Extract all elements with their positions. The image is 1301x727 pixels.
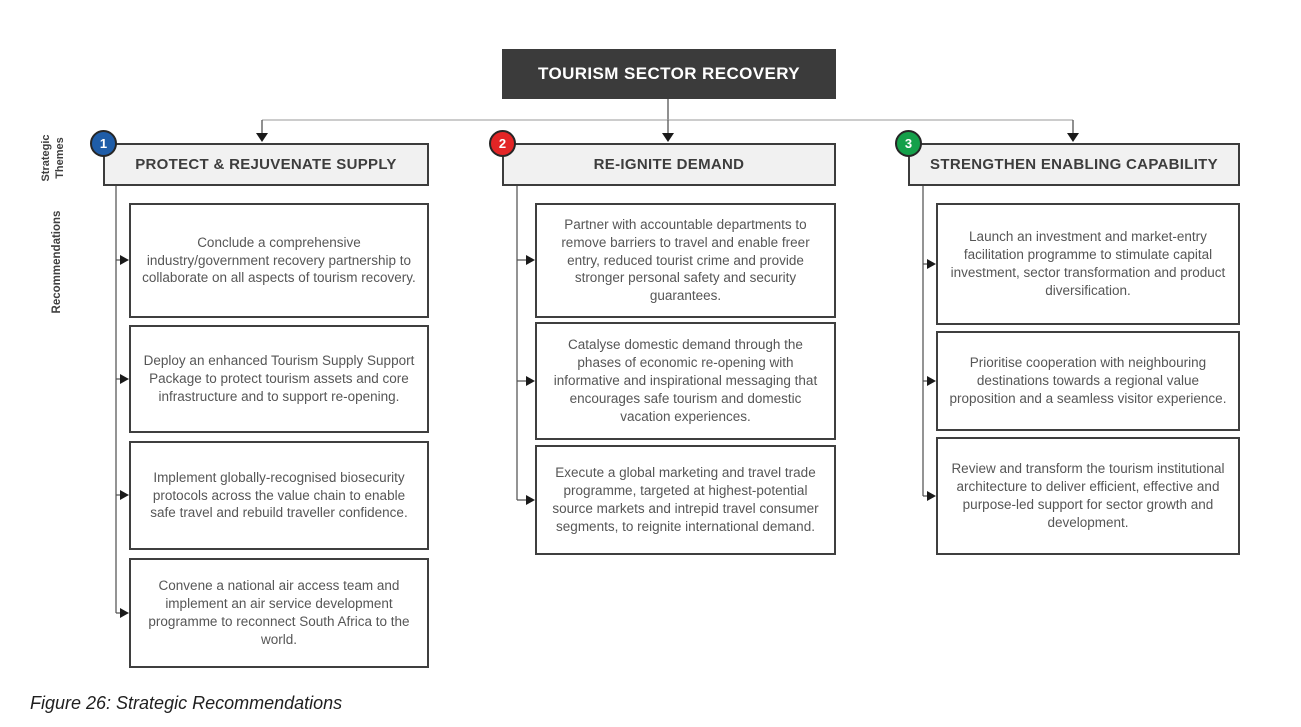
recommendation-box: Deploy an enhanced Tourism Supply Suppor… xyxy=(129,325,429,433)
recommendation-box: Launch an investment and market-entry fa… xyxy=(936,203,1240,325)
recommendation-box: Catalyse domestic demand through the pha… xyxy=(535,322,836,440)
recommendation-box: Prioritise cooperation with neighbouring… xyxy=(936,331,1240,431)
theme-header-enabling-capability: STRENGTHEN ENABLING CAPABILITY xyxy=(908,143,1240,186)
theme-number-badge-2: 2 xyxy=(489,130,516,157)
theme-number-badge-1: 1 xyxy=(90,130,117,157)
recommendation-box: Partner with accountable departments to … xyxy=(535,203,836,318)
root-title-label: TOURISM SECTOR RECOVERY xyxy=(537,64,801,83)
recommendation-box: Review and transform the tourism institu… xyxy=(936,437,1240,555)
badge-number: 1 xyxy=(99,136,108,151)
side-label-recommendations: Recommendations xyxy=(51,210,63,314)
figure-caption: Figure 26: Strategic Recommendations xyxy=(30,693,343,713)
theme-header-label: PROTECT & REJUVENATE SUPPLY xyxy=(135,156,397,173)
badge-number: 2 xyxy=(498,136,507,151)
recommendation-box: Implement globally-recognised biosecurit… xyxy=(129,441,429,550)
theme-header-label: RE-IGNITE DEMAND xyxy=(593,156,745,173)
recommendation-box: Execute a global marketing and travel tr… xyxy=(535,445,836,555)
side-label-strategic-themes: Strategic Themes xyxy=(40,134,66,182)
theme-header-protect-supply: PROTECT & REJUVENATE SUPPLY xyxy=(103,143,429,186)
badge-number: 3 xyxy=(904,136,913,151)
recommendation-box: Convene a national air access team and i… xyxy=(129,558,429,668)
root-title-box: TOURISM SECTOR RECOVERY xyxy=(502,49,836,99)
theme-header-reignite-demand: RE-IGNITE DEMAND xyxy=(502,143,836,186)
theme-header-label: STRENGTHEN ENABLING CAPABILITY xyxy=(930,156,1218,173)
recommendation-box: Conclude a comprehensive industry/govern… xyxy=(129,203,429,318)
theme-number-badge-3: 3 xyxy=(895,130,922,157)
